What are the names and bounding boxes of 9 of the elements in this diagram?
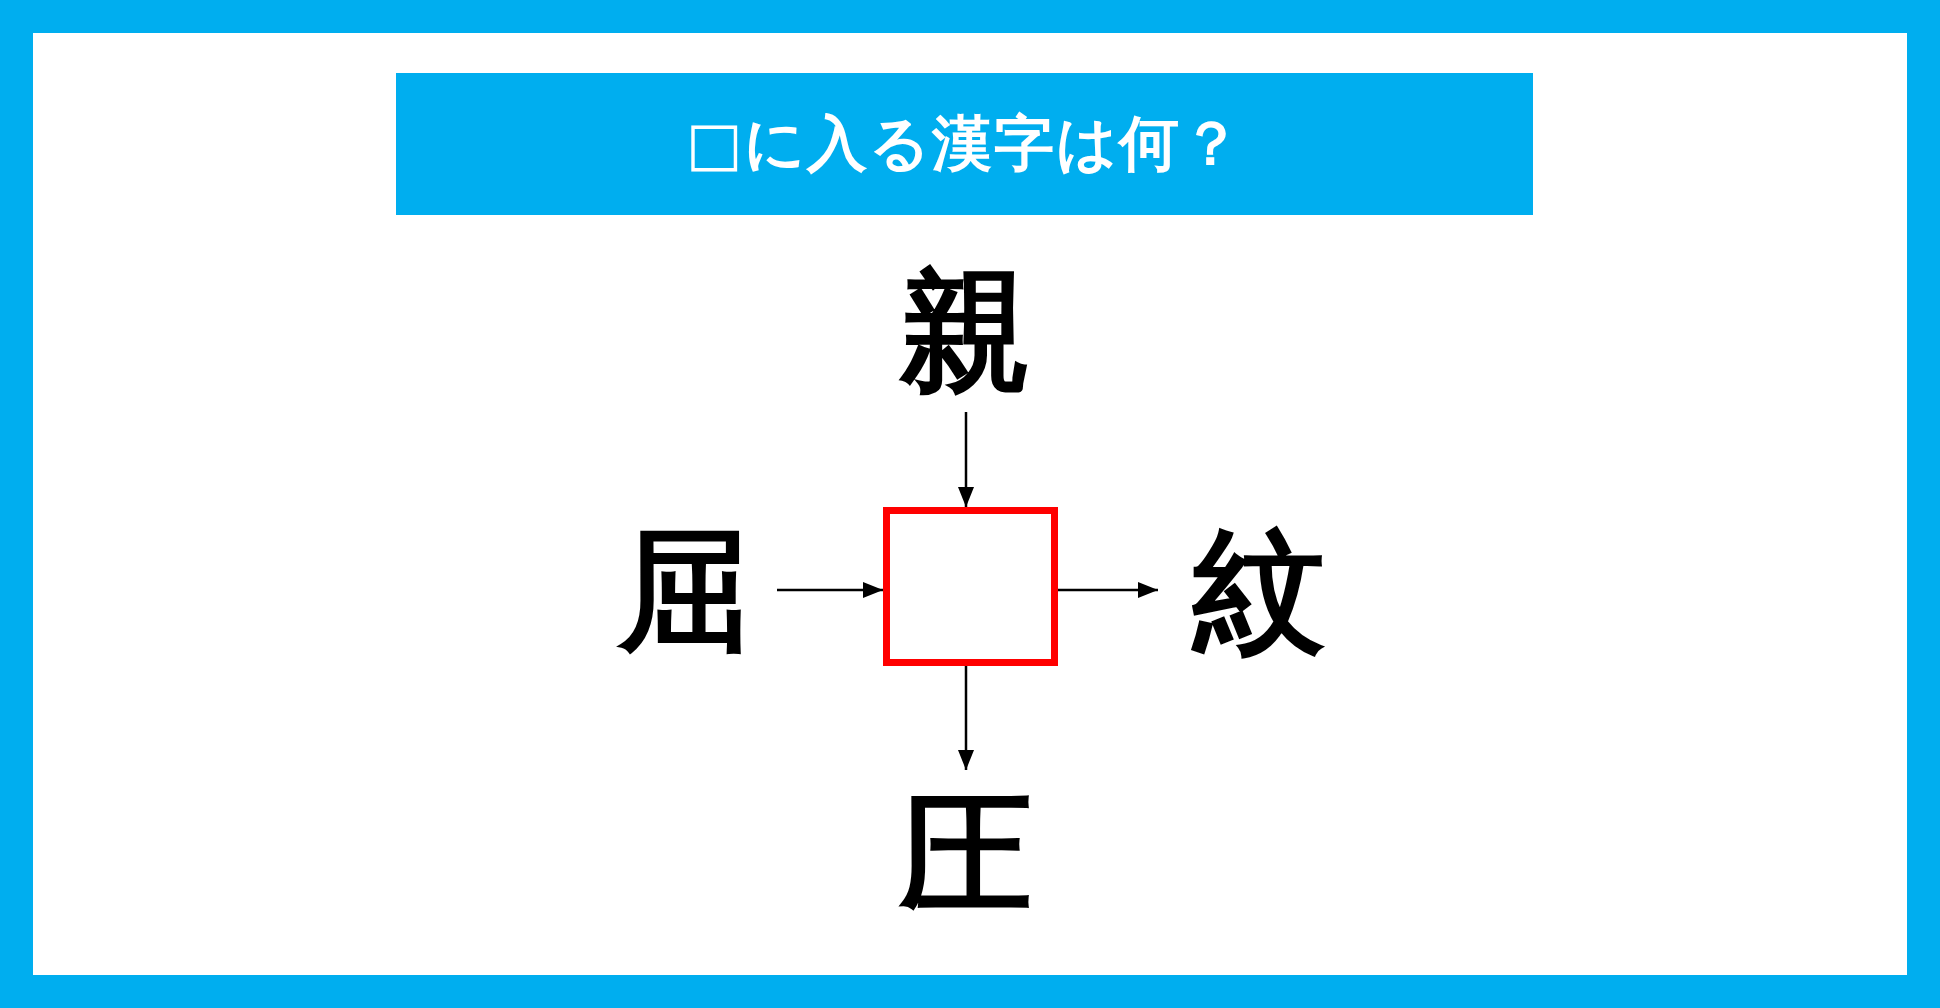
arrow: [958, 666, 974, 770]
kanji-character: 親: [900, 265, 1032, 397]
blank-answer-box: [883, 507, 1058, 666]
kanji-character: 屈: [617, 524, 750, 656]
arrow: [777, 582, 883, 598]
arrow: [958, 412, 974, 507]
title: □に入る漢字は何？: [685, 106, 1244, 180]
kanji-character: 圧: [900, 786, 1032, 919]
arrow: [1058, 582, 1158, 598]
